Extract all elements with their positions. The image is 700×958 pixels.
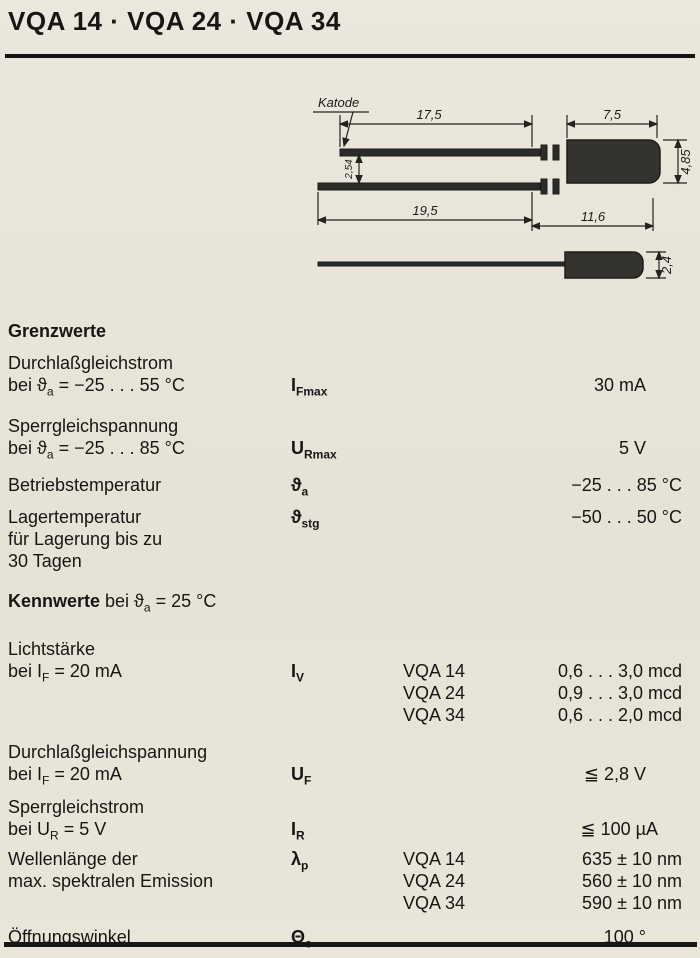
led-dimension-drawing: Katode 17,5 7,5 4,85 — [313, 95, 693, 280]
param-symbol: UF — [291, 763, 312, 788]
param-symbol: IR — [291, 819, 305, 843]
dim-label-4-85: 4,85 — [678, 149, 693, 175]
grenzwerte-heading: Grenzwerte — [8, 321, 107, 341]
param-symbol: ϑstg — [291, 506, 320, 531]
top-rule — [5, 54, 695, 58]
param-name: Sperrgleichspannung — [8, 415, 179, 436]
katode-label: Katode — [318, 95, 359, 110]
param-value: 0,6 . . . 3,0 mcd — [557, 660, 682, 681]
spec-row-betriebstemperatur: Betriebstemperatur ϑa −25 . . . 85 °C — [8, 474, 700, 498]
param-name: Betriebstemperatur — [8, 475, 162, 496]
param-condition: 30 Tagen — [8, 550, 82, 571]
param-name: Durchlaßgleichspannung — [8, 741, 208, 762]
technical-drawing: Katode 17,5 7,5 4,85 — [297, 88, 697, 306]
type-name: VQA 24 — [403, 870, 466, 891]
param-name: Wellenlänge der — [8, 848, 138, 869]
spec-row-lagertemperatur: Lagertemperatur für Lagerung bis zu 30 T… — [8, 506, 700, 572]
dim-label-7-5: 7,5 — [603, 107, 622, 122]
type-name: VQA 14 — [403, 848, 466, 869]
section-kennwerte: Kennwerte bei ϑa = 25 °C Lichtstärke bei… — [8, 590, 700, 949]
param-name: Lagertemperatur — [8, 506, 142, 527]
param-symbol: IV — [291, 660, 305, 685]
param-name: Sperrgleichstrom — [8, 797, 145, 818]
spec-row-sperrgleichspannung: Sperrgleichspannung bei ϑa = −25 . . . 8… — [8, 415, 700, 461]
param-value: ≦ 100 µA — [580, 819, 659, 840]
spec-row-sperrgleichstrom: Sperrgleichstrom bei UR = 5 V IR ≦ 100 µ… — [8, 796, 700, 842]
dim-label-17-5: 17,5 — [416, 107, 442, 122]
param-symbol: IFmax — [291, 375, 328, 399]
spec-row-wellenlaenge: Wellenlänge der max. spektralen Emission… — [8, 848, 700, 914]
param-value: 590 ± 10 nm — [582, 892, 682, 913]
spec-row-durchlassgleichstrom: Durchlaßgleichstrom bei ϑa = −25 . . . 5… — [8, 352, 700, 398]
type-name: VQA 34 — [403, 892, 466, 913]
param-symbol: ϑa — [291, 475, 309, 499]
param-condition: bei IF = 20 mA — [8, 763, 122, 788]
spec-row-durchlassgleichspannung: Durchlaßgleichspannung bei IF = 20 mA UF… — [8, 741, 700, 787]
param-symbol: URmax — [291, 437, 337, 462]
param-name: max. spektralen Emission — [8, 870, 214, 891]
page-title: VQA 14 · VQA 24 · VQA 34 — [8, 6, 341, 36]
dim-label-19-5: 19,5 — [412, 203, 438, 218]
dim-label-2-54: 2,54 — [344, 159, 355, 180]
param-value: 100 ° — [603, 926, 646, 947]
param-value: 0,6 . . . 2,0 mcd — [557, 704, 682, 725]
param-value: 560 ± 10 nm — [582, 870, 682, 891]
param-value: 0,9 . . . 3,0 mcd — [557, 682, 682, 703]
param-value: 5 V — [618, 437, 646, 458]
param-value: 635 ± 10 nm — [582, 848, 682, 869]
param-condition: bei UR = 5 V — [8, 819, 107, 843]
type-name: VQA 24 — [403, 682, 466, 703]
type-name: VQA 14 — [403, 660, 466, 681]
param-value: ≦ 2,8 V — [583, 763, 646, 784]
param-condition: bei ϑa = −25 . . . 55 °C — [8, 375, 185, 399]
param-symbol: λp — [291, 848, 309, 873]
param-value: 30 mA — [593, 375, 646, 395]
section-grenzwerte: Grenzwerte Durchlaßgleichstrom bei ϑa = … — [8, 320, 700, 572]
spec-row-oeffnungswinkel: Öffnungswinkel Θe 100 ° — [8, 926, 700, 950]
param-name: Lichtstärke — [8, 638, 96, 659]
kennwerte-heading: Kennwerte bei ϑa = 25 °C — [8, 591, 217, 615]
param-name: Durchlaßgleichstrom — [8, 353, 174, 373]
spec-row-lichtstaerke: Lichtstärke bei IF = 20 mA IV VQA 14 VQA… — [8, 638, 700, 726]
param-condition: bei ϑa = −25 . . . 85 °C — [8, 437, 185, 462]
dim-label-11-6: 11,6 — [581, 209, 606, 224]
param-condition: für Lagerung bis zu — [8, 528, 163, 549]
param-value: −50 . . . 50 °C — [571, 506, 682, 527]
param-name: Öffnungswinkel — [8, 926, 131, 947]
bottom-rule — [4, 942, 697, 947]
dim-label-2-4: 2,4 — [659, 256, 674, 275]
param-value: −25 . . . 85 °C — [571, 475, 682, 496]
param-condition: bei IF = 20 mA — [8, 660, 122, 685]
type-name: VQA 34 — [403, 704, 466, 725]
